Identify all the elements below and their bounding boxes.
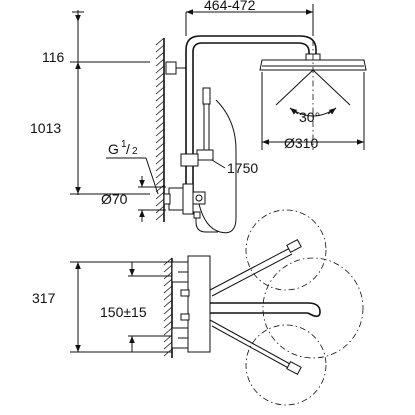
height-dimension xyxy=(70,10,150,195)
lower-swing-circle xyxy=(245,324,327,406)
height-label: 1013 xyxy=(30,120,61,136)
hatch-line xyxy=(155,79,165,88)
hatch-line xyxy=(155,100,165,109)
hatch-line xyxy=(155,149,165,158)
hatch-line xyxy=(155,212,165,221)
hatch-line xyxy=(163,278,173,287)
valve-height-label: 317 xyxy=(32,290,56,306)
shower-hose xyxy=(198,99,237,234)
arm-plan xyxy=(210,302,321,318)
hatch-line xyxy=(163,341,173,350)
angle-label: 30° xyxy=(299,109,320,125)
hatch-line xyxy=(163,327,173,336)
top-offset-label: 116 xyxy=(42,49,65,65)
hand-shower xyxy=(193,87,214,161)
hatch-line xyxy=(155,163,165,172)
hatch-line xyxy=(163,271,173,280)
valve-height-dimension xyxy=(70,261,172,353)
valve-body xyxy=(171,255,211,353)
hatch-line xyxy=(155,121,165,130)
swing-arm-positions xyxy=(209,238,302,376)
hatch-line xyxy=(163,313,173,322)
hatch-line xyxy=(163,320,173,329)
hatch-line xyxy=(155,156,165,165)
hatch-line xyxy=(155,142,165,151)
centers-dimension xyxy=(128,262,172,352)
hatch-line xyxy=(163,292,173,301)
front-elevation: 116 1013 464-472 xyxy=(30,0,367,234)
arm-length-dimension xyxy=(185,4,314,36)
hatch-line xyxy=(163,285,173,294)
centers-label: 150±15 xyxy=(100,304,147,320)
head-diameter-label: Ø310 xyxy=(284,135,318,151)
thermostat-side xyxy=(163,183,218,233)
hatch-line xyxy=(163,306,173,315)
hatch-line xyxy=(155,205,165,214)
hatch-line xyxy=(155,44,165,53)
shower-head xyxy=(259,40,367,150)
riser-pipe xyxy=(185,62,194,192)
hatch-line xyxy=(163,257,173,266)
hatch-line xyxy=(155,177,165,186)
hatch-line xyxy=(155,93,165,102)
hatch-line xyxy=(155,128,165,137)
thread-numerator: 1 xyxy=(121,139,127,150)
hatch-line xyxy=(155,191,165,200)
hatch-line xyxy=(155,58,165,67)
hatch-line xyxy=(155,37,165,46)
hatch-line xyxy=(155,107,165,116)
plan-view: 317 150±15 xyxy=(32,209,364,406)
arm-length-label: 464-472 xyxy=(204,0,256,13)
hatch-line xyxy=(155,51,165,60)
hatch-line xyxy=(155,86,165,95)
thread-slash: / xyxy=(126,141,130,157)
hatch-line xyxy=(155,65,165,74)
hatch-line xyxy=(155,114,165,123)
wall-hatching-lower xyxy=(163,257,173,357)
thread-denominator: 2 xyxy=(132,146,138,157)
head-diameter-dimension xyxy=(261,72,365,150)
head-swing-circle xyxy=(262,257,364,359)
wall-hatching-upper xyxy=(155,37,165,221)
upper-swing-circle xyxy=(245,209,327,291)
hatch-line xyxy=(155,184,165,193)
hand-height-label: 1750 xyxy=(227,160,258,176)
hatch-line xyxy=(163,299,173,308)
small-diameter-label: Ø70 xyxy=(101,191,128,207)
hatch-line xyxy=(155,135,165,144)
shower-arm xyxy=(185,35,317,62)
thread-g-label: G xyxy=(108,141,119,157)
hatch-line xyxy=(163,334,173,343)
upper-bracket xyxy=(165,61,177,75)
hatch-line xyxy=(155,72,165,81)
hatch-line xyxy=(163,348,173,357)
hatch-line xyxy=(155,198,165,207)
hatch-line xyxy=(163,264,173,273)
hatch-line xyxy=(155,170,165,179)
spray-angle xyxy=(275,69,351,117)
rail-slider xyxy=(180,153,199,167)
